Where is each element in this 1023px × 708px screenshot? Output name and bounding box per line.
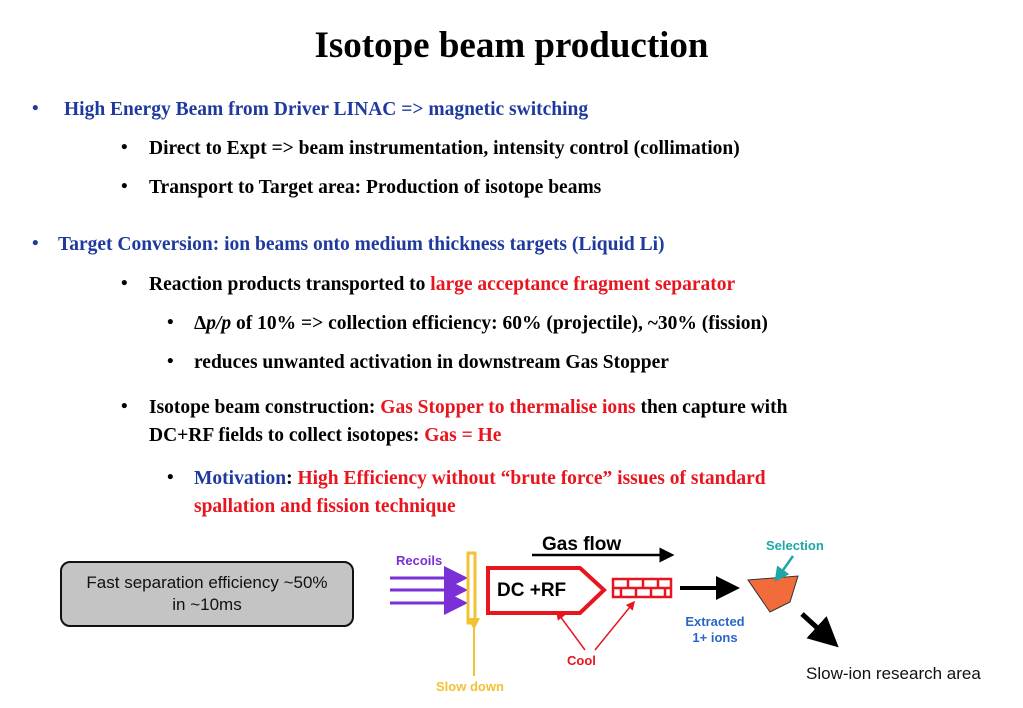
bullet-reaction-products: Reaction products transported to large a… [149,271,735,299]
research-area-arrow [800,612,839,648]
dc-rf-label: DC +RF [497,580,567,601]
extracted-line-1: Extracted [685,614,745,629]
bullet-dot: • [32,98,39,119]
bullet-dot: • [167,312,174,333]
dcrf-text: DC+RF fields to collect isotopes: [149,425,425,446]
bullet-dot: • [121,176,128,197]
slow-down-foil [466,551,477,625]
slow-down-label: Slow down [436,679,504,694]
bullet-motivation-1: Motivation: High Efficiency without “bru… [194,465,766,493]
delta-symbol: Δ [194,313,207,334]
bullet-reduces-activation: reduces unwanted activation in downstrea… [194,352,669,373]
research-area-label: Slow-ion research area [806,664,981,683]
gas-he-highlight: Gas = He [424,425,502,446]
recoils-label: Recoils [396,553,443,568]
bullet-collection-efficiency: Δp/p of 10% => collection efficiency: 60… [194,310,768,338]
construction-text: Isotope beam construction: [149,397,381,418]
selection-label: Selection [766,538,824,553]
slide-title: Isotope beam production [314,25,709,66]
motivation-text: High Efficiency without “brute force” is… [297,468,766,489]
bullet-dot: • [167,351,174,372]
bullet-isotope-construction-1: Isotope beam construction: Gas Stopper t… [149,394,787,422]
gas-stopper-highlight: Gas Stopper to thermalise ions [380,397,636,418]
extracted-ions-label: Extracted 1+ ions [681,614,749,646]
selection-magnet [747,575,799,613]
motivation-label: Motivation [194,468,287,489]
cool-pointer-chamber [556,610,586,651]
bullet-dot: • [167,467,174,488]
bullet-dot: • [121,396,128,417]
bullet-dot: • [121,137,128,158]
callout-line-1: Fast separation efficiency ~50% [86,573,328,592]
callout-line-2: in ~10ms [172,595,242,614]
dc-rf-chamber [486,566,607,615]
extracted-line-2: 1+ ions [692,630,738,645]
dp-over-p: p/p [206,313,232,334]
cool-pointer-rfq [594,600,635,651]
fragment-separator-highlight: large acceptance fragment separator [430,274,736,295]
construction-text-cont: then capture with [635,397,788,418]
gas-flow-label: Gas flow [542,534,622,555]
reaction-products-text: Reaction products transported to [149,274,431,295]
bullet-dot: • [121,273,128,294]
efficiency-callout-box: Fast separation efficiency ~50% in ~10ms [60,561,354,627]
bullet-motivation-2: spallation and fission technique [194,496,456,517]
bullet-direct-expt: Direct to Expt => beam instrumentation, … [149,138,740,159]
bullet-driver-linac: High Energy Beam from Driver LINAC => ma… [64,99,589,120]
motivation-colon: : [286,468,298,489]
bullet-transport-target: Transport to Target area: Production of … [149,177,602,198]
bullet-dot: • [32,233,39,254]
efficiency-text: of 10% => collection efficiency: 60% (pr… [231,313,768,334]
recoil-arrows [390,566,468,615]
cooler-rfq [611,577,673,599]
bullet-isotope-construction-2: DC+RF fields to collect isotopes: Gas = … [149,422,501,450]
cool-label: Cool [567,653,596,668]
bullet-target-conversion: Target Conversion: ion beams onto medium… [58,234,665,255]
selection-pointer [774,555,795,583]
